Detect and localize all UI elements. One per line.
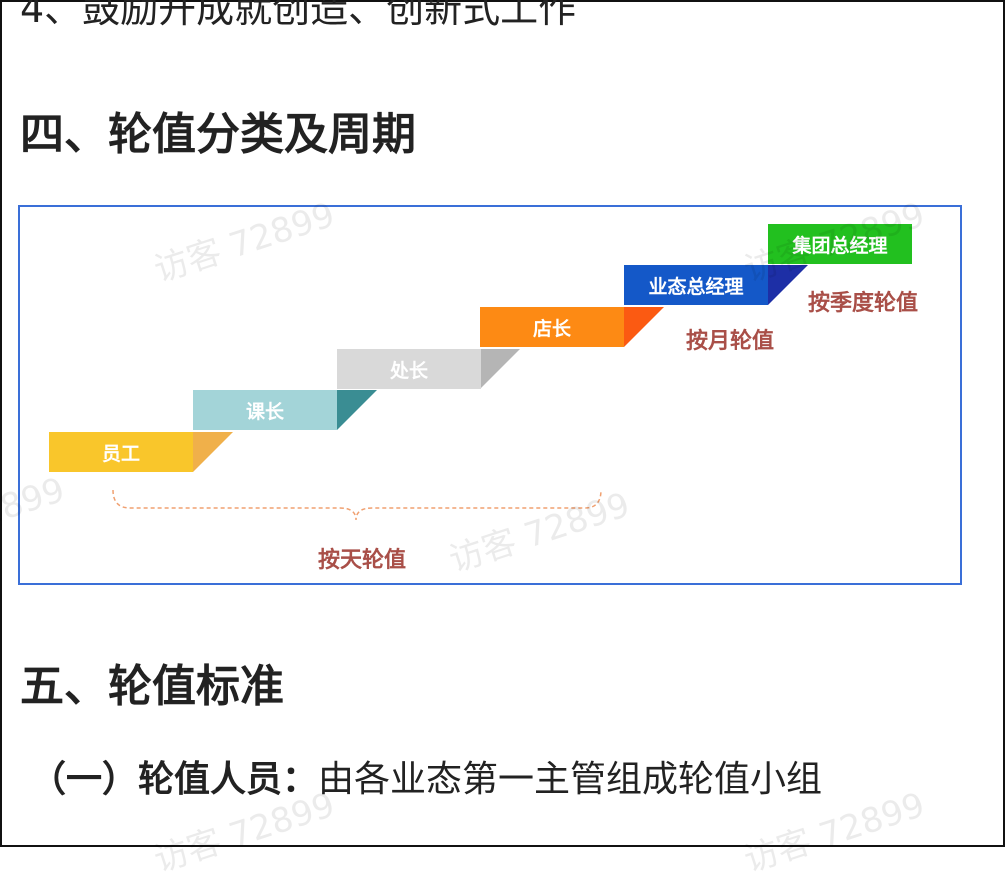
page-frame xyxy=(0,0,1005,847)
step-business-gm: 业态总经理 xyxy=(624,265,768,305)
rotation-diagram xyxy=(18,205,962,585)
subsection-heading: （一）轮值人员： xyxy=(30,759,319,800)
step-shade xyxy=(337,390,377,430)
step-group-gm: 集团总经理 xyxy=(768,224,912,264)
step-shade xyxy=(193,432,233,472)
diagram-shapes xyxy=(112,265,808,521)
quarterly-rotation-label: 按季度轮值 xyxy=(808,291,919,316)
daily-rotation-label: 按天轮值 xyxy=(318,548,407,573)
daily-bracket xyxy=(112,489,602,521)
step-shade xyxy=(624,307,664,347)
section-5-title: 五、轮值标准 xyxy=(20,661,284,712)
monthly-rotation-label: 按月轮值 xyxy=(686,329,775,354)
subsection-line: （一）轮值人员：由各业态第一主管组成轮值小组 xyxy=(30,750,822,802)
step-store-manager: 店长 xyxy=(480,307,624,347)
step-section-chief: 课长 xyxy=(193,390,337,430)
section-4-title: 四、轮值分类及周期 xyxy=(20,109,416,160)
subsection-text: 由各业态第一主管组成轮值小组 xyxy=(318,759,823,800)
step-division-chief: 处长 xyxy=(337,349,481,389)
step-staff: 员工 xyxy=(49,432,193,472)
step-shade xyxy=(768,265,808,305)
previous-line-text: 4、鼓励开成就创造、创新式工作 xyxy=(20,0,577,31)
step-shade xyxy=(480,349,520,389)
